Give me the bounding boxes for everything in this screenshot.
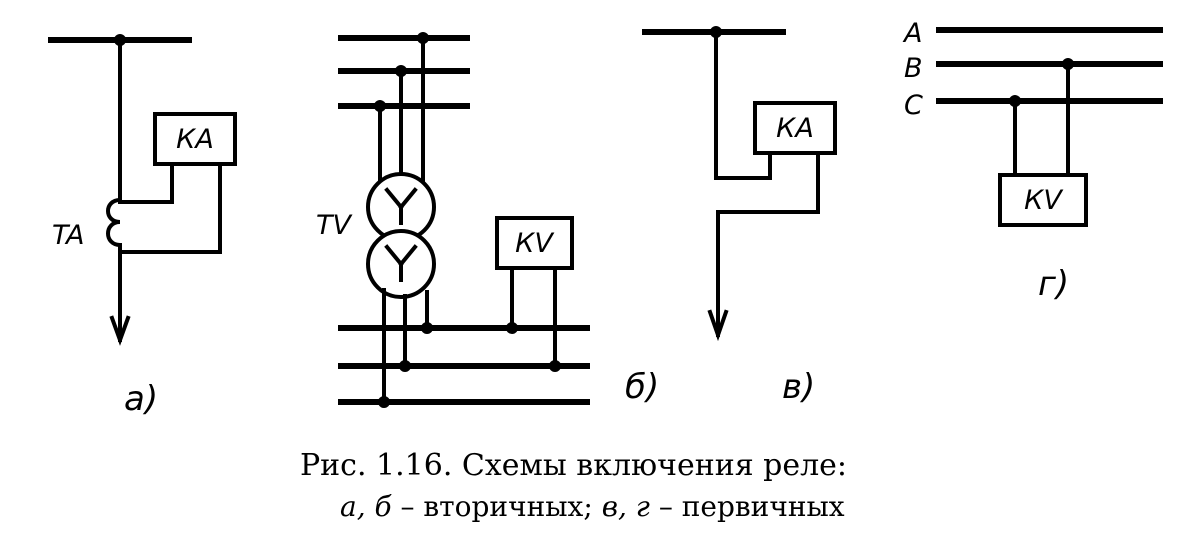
scheme-b-tv-label: TV (316, 210, 353, 241)
scheme-a-ta-label: TA (52, 220, 84, 251)
scheme-a-arrow (109, 315, 131, 346)
scheme-b-junction-6 (378, 396, 390, 408)
scheme-b-star-symbol-1 (384, 187, 418, 225)
figure-caption-title: Рис. 1.16. Схемы включения реле: (300, 448, 848, 483)
scheme-a-ka-label: КА (176, 124, 214, 155)
scheme-b-junction-7 (506, 322, 518, 334)
scheme-b-kv-label: КV (515, 228, 555, 259)
scheme-v-ka-relay (753, 101, 837, 155)
scheme-g-phase-c-label: C (904, 90, 923, 121)
caption-text-primary: – первичных (649, 490, 845, 523)
scheme-g-kv-label: КV (1024, 185, 1064, 216)
scheme-v-ka-label: КА (776, 113, 814, 144)
scheme-a-ka-relay (153, 112, 237, 166)
scheme-v-letter: в) (782, 367, 815, 407)
scheme-b: TV КV б) (316, 32, 659, 408)
scheme-v: КА в) (642, 26, 837, 407)
scheme-g-kv-relay (998, 173, 1088, 227)
caption-letters-secondary: а, б (340, 490, 392, 523)
scheme-a: КА TA а) (48, 34, 237, 419)
scheme-a-wire-2 (118, 162, 222, 254)
scheme-v-arrow (707, 309, 729, 342)
scheme-g-phase-b-label: B (904, 53, 923, 84)
caption-letters-primary: в, г (601, 490, 650, 523)
scheme-a-ta-coil (106, 197, 123, 248)
caption-text-secondary: – вторичных; (391, 490, 602, 523)
scheme-b-kv-relay (495, 216, 574, 270)
scheme-a-letter: а) (124, 379, 158, 419)
figure-caption-legend: а, б – вторичных; в, г – первичных (340, 490, 845, 523)
scheme-b-junction-5 (399, 360, 411, 372)
scheme-b-letter: б) (625, 367, 659, 407)
scheme-v-wire-out (716, 151, 820, 337)
scheme-b-junction-8 (549, 360, 561, 372)
scheme-g: A B C КV г) (902, 18, 1163, 304)
scheme-b-star-symbol-2 (384, 244, 418, 282)
scheme-v-wire-in (714, 30, 772, 180)
scheme-a-wire-1 (118, 162, 174, 204)
scheme-g-letter: г) (1038, 264, 1069, 304)
scheme-g-phase-a-label: A (902, 18, 922, 49)
scheme-b-junction-4 (421, 322, 433, 334)
